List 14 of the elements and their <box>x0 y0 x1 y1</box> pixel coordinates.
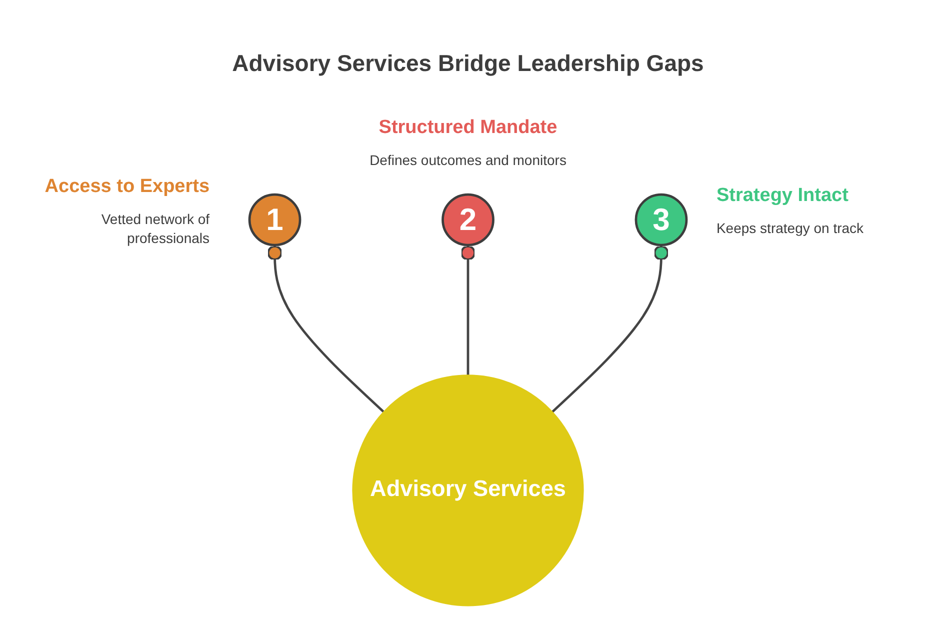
section-heading: Structured Mandate <box>378 116 558 138</box>
description-text: Vetted network of professionals <box>100 210 210 248</box>
description-text: Keeps strategy on track <box>716 219 865 238</box>
node-circle: Advisory Services <box>352 374 584 606</box>
section-heading: Access to Experts <box>44 176 210 198</box>
diagram-title: Advisory Services Bridge Leadership Gaps <box>231 50 705 77</box>
node-circle: 2 <box>442 193 494 246</box>
description-text: Defines outcomes and monitors <box>368 150 568 170</box>
section-heading: Strategy Intact <box>716 185 850 208</box>
node-circle: 1 <box>248 193 302 246</box>
connector <box>460 245 476 376</box>
node-circle: 3 <box>634 193 688 246</box>
connector <box>551 245 669 414</box>
connector <box>267 245 385 414</box>
